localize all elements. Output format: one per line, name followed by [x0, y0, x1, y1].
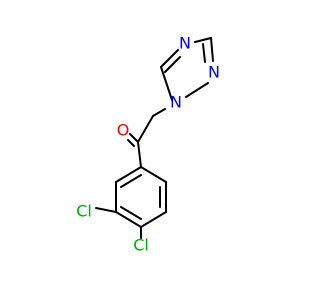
- bond-n4-c3: [194, 37, 212, 43]
- bond-n1-c5: [160, 66, 173, 101]
- bond-c3-cl: [95, 207, 117, 213]
- benzene-bond-3-inner: [120, 206, 142, 220]
- bond-ch2-carbonyl: [137, 115, 154, 143]
- bond-carbonyl-phenyl: [137, 141, 142, 168]
- bond-carbonyl-oxygen: [129, 133, 139, 143]
- benzene-bond-6: [140, 166, 167, 183]
- bond-carbonyl-oxygen-double: [127, 139, 135, 147]
- bond-c5-n4: [160, 49, 179, 68]
- bond-n1-ch2: [152, 108, 166, 117]
- bond-c3-n2: [210, 37, 214, 62]
- bonds: [95, 37, 214, 239]
- benzene-bond-1: [115, 166, 142, 183]
- atom-n4-label: N: [179, 34, 191, 53]
- atom-n1-label: N: [170, 93, 182, 112]
- atom-chlorine-meta-label: Cl: [76, 202, 92, 221]
- bond-n2-n1: [185, 82, 209, 98]
- benzene-bond-1-inner: [120, 174, 142, 188]
- benzene-bond-3: [115, 211, 142, 228]
- bond-c5-n4-double: [164, 56, 181, 73]
- bond-c3-n2-double: [202, 43, 206, 63]
- atom-n2-label: N: [208, 63, 220, 82]
- benzene-bond-4: [140, 211, 167, 228]
- atom-chlorine-para-label: Cl: [133, 236, 149, 255]
- atom-labels: N N N O Cl Cl: [76, 34, 220, 255]
- chemical-structure-diagram: N N N O Cl Cl: [76, 34, 220, 255]
- atom-oxygen-label: O: [117, 121, 130, 140]
